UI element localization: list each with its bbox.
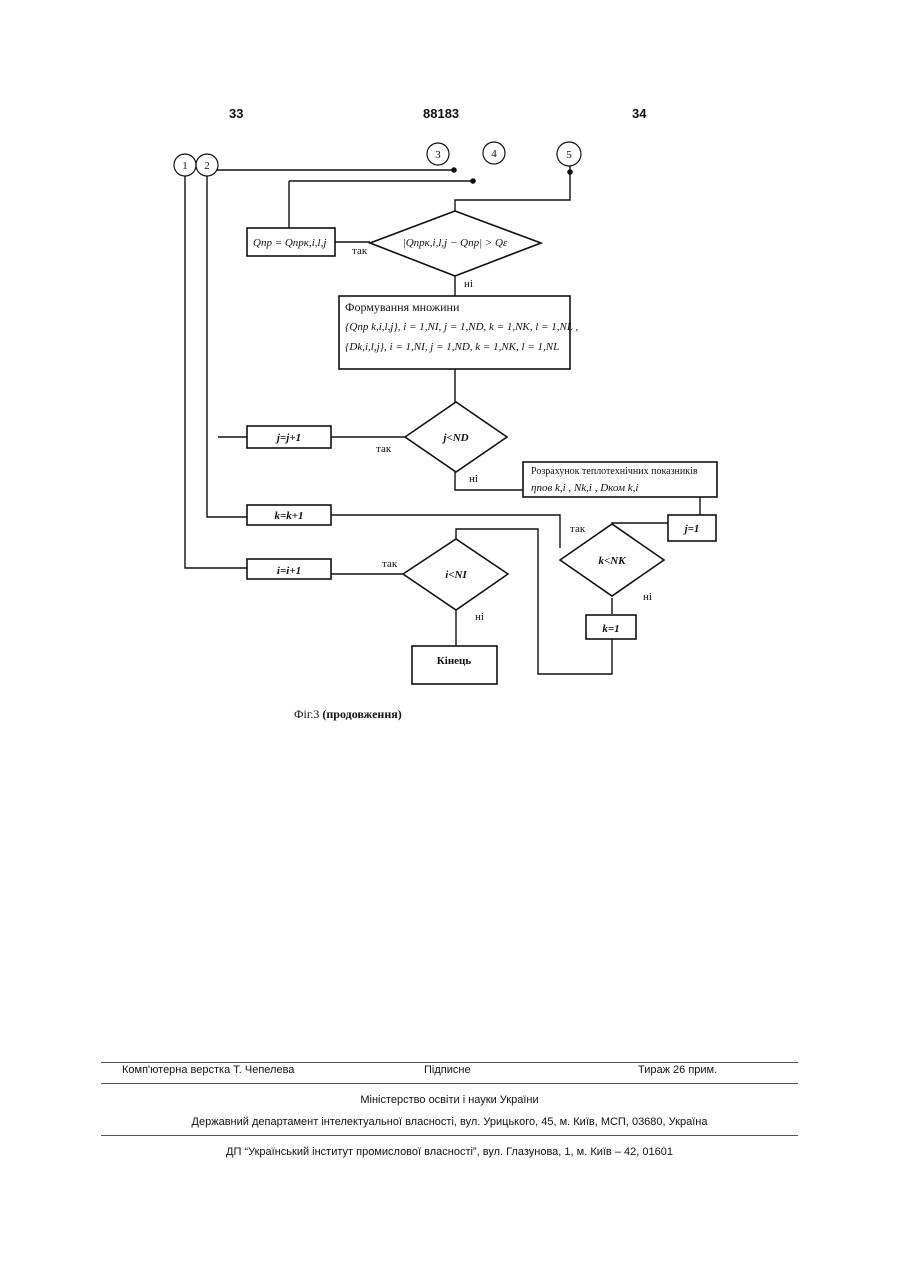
footer-rule-bottom: [101, 1135, 798, 1136]
figure-label: Фіг.3: [294, 707, 319, 721]
no-label-j: ні: [469, 473, 478, 485]
footer-rule-middle: [101, 1083, 798, 1084]
connector-2-line: [207, 176, 247, 517]
condition-q-text: |Qпрк,і,l,j − Qпр| > Qε: [403, 237, 508, 249]
no-label-k: ні: [643, 591, 652, 603]
connector-2-label: 2: [204, 160, 210, 172]
junction-dot: [470, 178, 476, 184]
k-inc-line: [331, 515, 560, 548]
footer-signed: Підписне: [424, 1064, 471, 1076]
i-increment-text: i=i+1: [277, 565, 301, 577]
k-reset-text: k=1: [602, 623, 619, 635]
footer-ministry: Міністерство освіти і науки України: [101, 1094, 798, 1106]
k-increment-text: k=k+1: [274, 510, 303, 522]
condition-i-text: i<NI: [445, 569, 467, 581]
connector-1-line: [185, 176, 247, 568]
condition-k-text: k<NK: [598, 555, 626, 567]
connector-5-line: [455, 165, 570, 211]
no-label-i: ні: [475, 611, 484, 623]
yes-label-k: так: [570, 523, 586, 535]
forming-set-q: {Qпр k,і,l,j}, і = 1,NI, j = 1,ND, k = 1…: [345, 321, 578, 333]
footer-layout: Комп'ютерна верстка Т. Чепелева: [122, 1064, 294, 1076]
footer-circulation: Тираж 26 прим.: [638, 1064, 717, 1076]
junction-dot: [567, 169, 573, 175]
connector-3-label: 3: [435, 149, 441, 161]
figure-note: (продовження): [322, 707, 401, 721]
calculation-title: Розрахунок теплотехнічних показників: [531, 466, 698, 477]
yes-label-q: так: [352, 245, 368, 257]
condition-j-text: j<ND: [441, 432, 468, 444]
yes-label-i: так: [382, 558, 398, 570]
calculation-vars: ηпов k,і , Nk,і , Dком k,і: [531, 482, 638, 494]
end-text: Кінець: [437, 655, 472, 667]
j-increment-text: j=j+1: [275, 432, 301, 444]
footer-institute: ДП “Український інститут промислової вла…: [101, 1146, 798, 1158]
connector-4-label: 4: [491, 148, 497, 160]
jreset-to-k-line: [612, 523, 668, 524]
figure-caption: Фіг.3 (продовження): [294, 707, 402, 722]
connector-5-label: 5: [566, 149, 572, 161]
junction-dot: [451, 167, 457, 173]
assign-qpr-text: Qпр = Qпрк,і,l,j: [253, 237, 326, 249]
forming-title: Формування множини: [345, 300, 460, 314]
footer-department: Державний департамент інтелектуальної вл…: [101, 1116, 798, 1128]
no-j-line: [455, 472, 523, 490]
forming-set-d: {Dk,і,l,j}, і = 1,NI, j = 1,ND, k = 1,NK…: [345, 341, 559, 353]
yes-label-j: так: [376, 443, 392, 455]
no-label-q: ні: [464, 278, 473, 290]
j-reset-text: j=1: [683, 523, 700, 535]
footer-rule-top: [101, 1062, 798, 1063]
connector-1-label: 1: [182, 160, 188, 172]
flowchart: 1 2 3 4 5 Qпр = Qпрк,і,l,j |Qпрк,і,l,j −…: [0, 0, 900, 760]
